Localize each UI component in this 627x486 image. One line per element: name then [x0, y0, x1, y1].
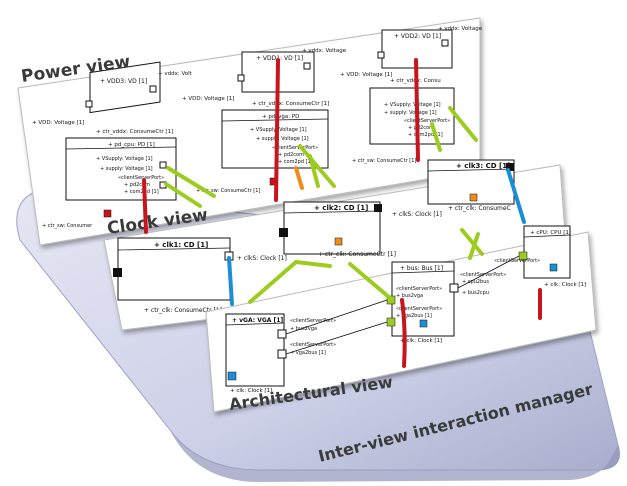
- ctr-clk-label-2: + ctr_clk: ConsumeCtr [1]: [318, 251, 396, 258]
- link-red-3: [414, 58, 420, 162]
- vdd1-label: + VDD1: VD [1]: [256, 55, 303, 62]
- bus2vga-label-1: + bus2vga: [290, 326, 317, 332]
- link-red-2: [274, 58, 280, 202]
- inter-view-links: [142, 58, 542, 368]
- vsupply-label-1: + VSupply: Voltage [1]: [96, 156, 153, 162]
- pd2com-label-2: + pd2com: [278, 152, 304, 158]
- link-blue-2: [506, 168, 526, 224]
- ctr-sw-label-1: + ctr_sw: Consumer: [42, 223, 93, 229]
- clk2-label: + clk2: CD [1]: [314, 204, 368, 212]
- bus-label: + bus: Bus [1]: [400, 265, 443, 272]
- vddx-volt-label: + vddx: Volt: [158, 71, 193, 77]
- csp-arch-1: «clientServerPort»: [290, 318, 336, 324]
- ctr-clk-label-1: + ctr_clk: ConsumeCtr [1]: [144, 307, 222, 314]
- link-red-4: [400, 298, 407, 368]
- ctr-vddx-label-1: + ctr_vddx: ConsumeCtr [1]: [96, 129, 173, 135]
- supply-voltage-label-1: + supply: Voltage [1]: [100, 166, 153, 172]
- vsupply-label-3: + VSupply: Voltage [1]: [384, 102, 441, 108]
- link-green-1: [166, 166, 216, 198]
- cpu-block: [523, 225, 571, 279]
- com2pd-label-3: + com2pd [1]: [408, 132, 443, 138]
- com2pd-label-2: + com2pd [1]: [278, 159, 313, 165]
- vdd-voltage-label-3: + VDD: Voltage [1]: [340, 72, 392, 78]
- clk3-label: + clk3: CD [1]: [456, 162, 510, 170]
- pd-cpu-label: + pd_cpu: PD [1]: [108, 142, 155, 148]
- com2pd-label-1: + com2pd [1]: [124, 189, 159, 195]
- vdd3-block: [89, 61, 161, 114]
- ctr-sw-label-2: + ctr_sw: ConsumeCtr [1]: [196, 188, 260, 194]
- pd2com-label-1: + pd2com: [124, 182, 150, 188]
- link-green-11: [468, 232, 480, 260]
- csp-arch-4: «clientServerPort»: [396, 306, 442, 312]
- cpu2bus-label: + cpu2bus: [462, 279, 489, 285]
- ctr-clk-label-3: + ctr_clk: ConsumeC: [448, 205, 511, 212]
- link-green-8: [294, 260, 332, 268]
- clk-clock-label-2: + clk: Clock [1]: [400, 338, 442, 344]
- vddx-voltage-label-2: + vddx: Voltage: [302, 48, 347, 54]
- bus2vga-label-2: + bus2vga: [396, 293, 423, 299]
- link-green-3: [298, 144, 336, 188]
- clk1-label: + clk1: CD [1]: [154, 241, 208, 249]
- vga-label: + vGA: VGA [1]: [232, 317, 283, 324]
- bus2cpu-label: + bus2cpu: [462, 290, 489, 296]
- clk-clock-label-3: + clk: Clock [1]: [544, 282, 586, 288]
- clks-label-3: + clkS: Clock [1]: [392, 211, 442, 218]
- vdd-voltage-label-1: + VDD: Voltage [1]: [32, 120, 84, 126]
- ctr-sw-label-3: + ctr_sw: ConsumeCtr [1]: [352, 158, 416, 164]
- vdd-voltage-label-2: + VDD: Voltage [1]: [182, 96, 234, 102]
- pd2com-label-3: + pd2com: [408, 125, 434, 131]
- vdd2-label: + VDD2: VD [1]: [394, 33, 441, 40]
- link-red-1: [142, 178, 148, 234]
- pd-vga-label: + pd_vga: PD: [262, 114, 299, 120]
- link-green-10: [460, 228, 484, 256]
- clk2-block: [283, 201, 381, 255]
- csp-arch-6: «clientServerPort»: [494, 258, 540, 264]
- pd-block-3: [369, 87, 455, 145]
- ctr-vddx-label-2: + ctr_vddx: ConsumeCtr [1]: [252, 101, 329, 107]
- supply-voltage-label-3: + supply: Voltage [1]: [384, 110, 437, 116]
- vddx-voltage-label-3: + vddx: Voltage: [438, 26, 483, 32]
- link-green-5: [448, 106, 478, 142]
- link-green-7: [248, 260, 298, 304]
- csp-label-3: «clientServerPort»: [404, 118, 450, 124]
- link-green-4: [308, 154, 320, 188]
- link-orange-1: [294, 166, 304, 190]
- vdd3-label: + VDD3: VD [1]: [100, 78, 147, 85]
- csp-label-2: «clientServerPort»: [272, 145, 318, 151]
- vga2bus-label-1: + vga2bus [1]: [290, 350, 326, 356]
- csp-arch-3: «clientServerPort»: [396, 286, 442, 292]
- clks-label-1: + clkS: Clock [1]: [237, 255, 287, 262]
- vga2bus-label-2: + vga2bus [1]: [396, 313, 432, 319]
- link-green-2: [164, 182, 202, 208]
- cpu-label: + cPU: CPU [1]: [530, 230, 571, 236]
- supply-voltage-label-2: + supply: Voltage [1]: [256, 136, 309, 142]
- csp-label-1: «clientServerPort»: [118, 175, 164, 181]
- clk-clock-label-1: + clk: Clock [1]: [230, 388, 272, 394]
- link-blue-1: [227, 256, 234, 306]
- link-green-9: [348, 262, 392, 300]
- link-green-6: [430, 122, 442, 152]
